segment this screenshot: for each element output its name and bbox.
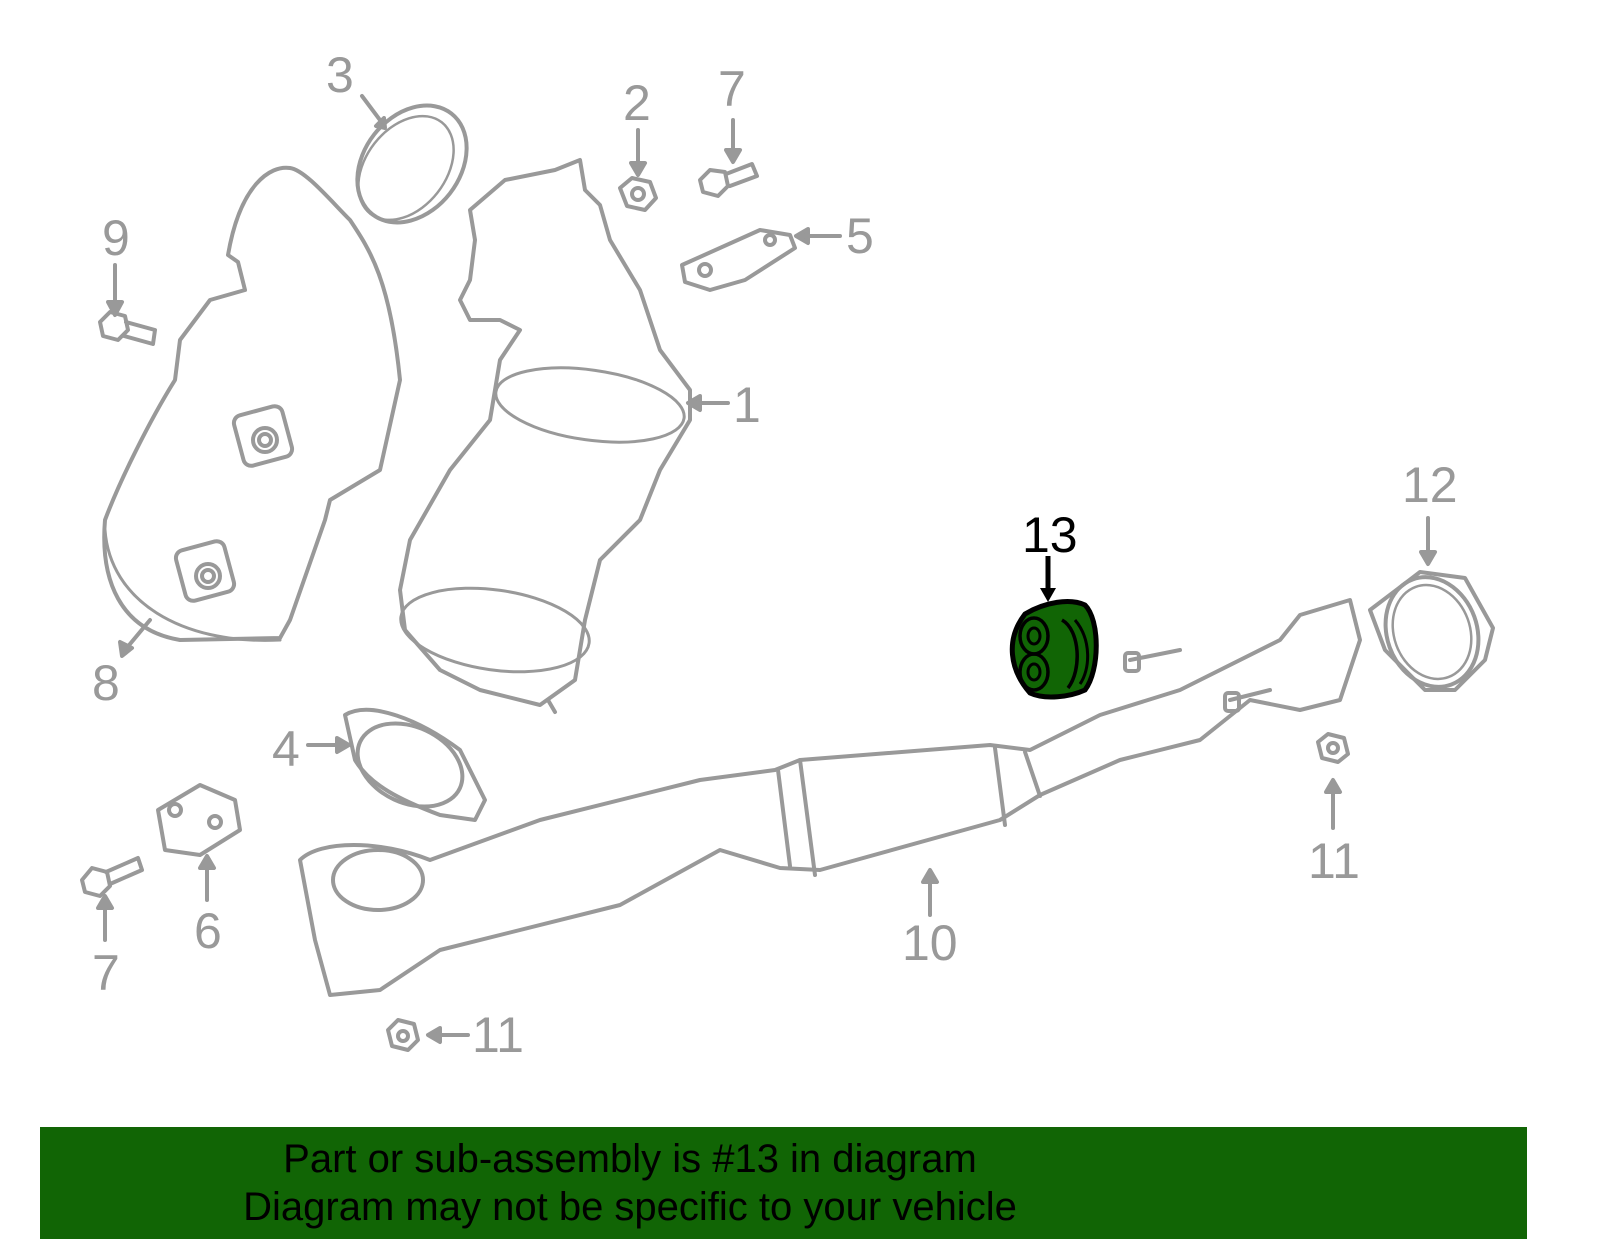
- callout-7-bottom: 7: [92, 945, 120, 1001]
- part-12-gasket: [1368, 516, 1495, 692]
- callout-6: 6: [194, 903, 222, 959]
- part-4-gasket: [306, 707, 487, 822]
- part-5-bracket: [680, 227, 842, 292]
- callout-13-highlighted: 13: [1022, 507, 1078, 563]
- part-7-bolt-top: [698, 118, 759, 198]
- part-6-bracket: [156, 783, 242, 902]
- callout-4: 4: [272, 721, 300, 777]
- part-2-nut: [618, 128, 658, 212]
- part-9-bolt: [98, 263, 157, 346]
- callout-11-right: 11: [1308, 833, 1360, 889]
- part-3-ring: [355, 94, 469, 225]
- info-banner: Part or sub-assembly is #13 in diagram D…: [40, 1127, 1527, 1239]
- part-8-heat-shield: [102, 165, 402, 658]
- callout-8: 8: [92, 655, 120, 711]
- callout-2: 2: [623, 75, 651, 131]
- callout-10: 10: [902, 915, 958, 971]
- callout-5: 5: [846, 208, 874, 264]
- part-11-nut-right: [1316, 732, 1350, 830]
- parts-diagram: [80, 94, 1495, 1052]
- banner-line-disclaimer: Diagram may not be specific to your vehi…: [243, 1185, 1017, 1229]
- part-10-pipe: [298, 598, 1362, 997]
- callout-9: 9: [102, 210, 130, 266]
- banner-line-part-number: Part or sub-assembly is #13 in diagram: [283, 1137, 977, 1181]
- callout-12: 12: [1402, 457, 1458, 513]
- part-13-isolator: [1009, 556, 1099, 700]
- callout-7-top: 7: [718, 61, 746, 117]
- callout-1: 1: [733, 377, 761, 433]
- callout-11-bottom: 11: [472, 1007, 524, 1063]
- part-7-bolt-bottom: [80, 856, 144, 942]
- callout-3: 3: [326, 47, 354, 103]
- part-1-catalytic-converter: [398, 158, 730, 714]
- part-11-nut-bottom: [386, 1018, 470, 1052]
